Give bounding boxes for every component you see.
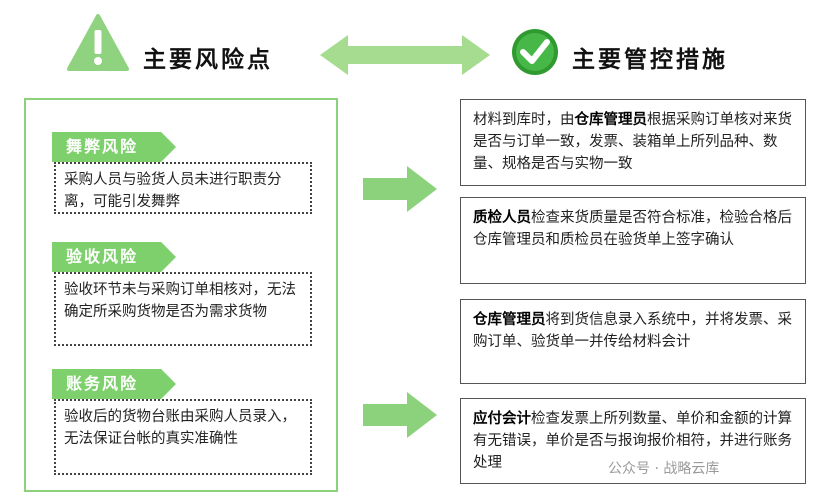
risk-box-accounting: 验收后的货物台账由采购人员录入，无法保证台帐的真实准确性 xyxy=(54,399,312,475)
control-text: 检查发票上所列数量、单价和金额的计算有无错误，单价是否与报询报价相符，并进行账务… xyxy=(473,411,792,471)
control-text: 根据采购订单核对来货是否与订单一致，发票、装箱单上所列品种、数量、规格是否与实物… xyxy=(473,112,792,172)
control-box-system-entry: 仓库管理员将到货信息录入系统中，并将发票、采购订单、验货单一并传给材料会计 xyxy=(460,299,806,384)
risk-box-fraud: 采购人员与验货人员未进行职责分离，可能引发舞弊 xyxy=(54,162,312,214)
check-icon xyxy=(512,29,558,75)
risk-points-title: 主要风险点 xyxy=(143,47,273,73)
control-text-pre: 材料到库时，由 xyxy=(473,112,575,128)
control-box-quality-check: 质检人员检查来货质量是否符合标准，检验合格后仓库管理员和质检员在验货单上签字确认 xyxy=(460,197,806,284)
control-role: 仓库管理员 xyxy=(574,111,648,128)
control-role: 仓库管理员 xyxy=(473,311,546,328)
control-role: 质检人员 xyxy=(473,209,531,226)
double-arrow-icon xyxy=(320,35,490,75)
watermark: 公众号 · 战略云库 xyxy=(608,461,720,477)
control-box-arrival-check: 材料到库时，由仓库管理员根据采购订单核对来货是否与订单一致，发票、装箱单上所列品… xyxy=(460,99,806,186)
control-text: 检查来货质量是否符合标准，检验合格后仓库管理员和质检员在验货单上签字确认 xyxy=(473,210,792,248)
warning-icon xyxy=(67,14,129,71)
risk-tag-acceptance: 验收风险 xyxy=(52,242,176,272)
control-text: 将到货信息录入系统中，并将发票、采购订单、验货单一并传给材料会计 xyxy=(473,312,792,350)
control-box-payable-accounting: 应付会计检查发票上所列数量、单价和金额的计算有无错误，单价是否与报询报价相符，并… xyxy=(460,398,806,484)
risk-tag-accounting: 账务风险 xyxy=(52,369,176,399)
arrow-right-icon xyxy=(363,392,437,438)
arrow-right-icon xyxy=(363,166,437,212)
control-role: 应付会计 xyxy=(473,410,531,427)
control-measures-title: 主要管控措施 xyxy=(572,47,728,73)
risk-tag-fraud: 舞弊风险 xyxy=(52,132,176,162)
risk-panel xyxy=(24,98,338,492)
risk-box-acceptance: 验收环节未与采购订单相核对，无法确定所采购货物是否为需求货物 xyxy=(54,272,312,346)
